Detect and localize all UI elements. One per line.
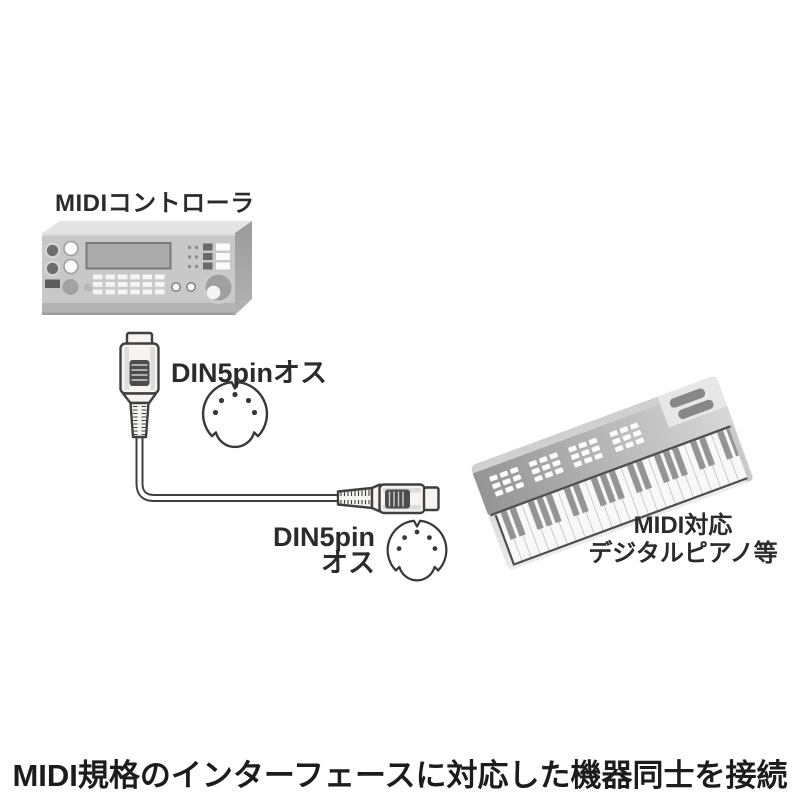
function-buttons: [216, 243, 230, 270]
round-button: [170, 281, 182, 293]
piano-label-line2: デジタルピアノ等: [588, 540, 778, 567]
din-plug-top: [119, 331, 160, 439]
knob: [63, 258, 79, 275]
display-screen: [85, 242, 172, 270]
din-bottom-label-line1: DIN5pin: [272, 522, 375, 552]
indicator-leds: [187, 245, 199, 269]
piano-black-keys: [494, 428, 740, 543]
button-grid: [93, 274, 165, 295]
piano-label: MIDI対応 デジタルピアノ等: [583, 512, 783, 568]
knob: [63, 240, 79, 257]
controller-label: MIDIコントローラ: [55, 190, 255, 217]
controller-base-strip: [42, 303, 235, 315]
din5-pin-face-icon: [201, 381, 269, 449]
mod-wheel: [678, 399, 714, 419]
piano-label-line1: MIDI対応: [633, 512, 733, 539]
round-button: [62, 279, 79, 295]
pitch-wheel: [669, 388, 706, 408]
wheel-panel: [657, 377, 728, 428]
din5-pin-face-icon: [386, 519, 448, 582]
controller-top-face: [42, 221, 252, 233]
din-plug-bottom: [336, 483, 440, 515]
knob: [46, 262, 59, 275]
digital-piano-illustration: [471, 376, 753, 570]
power-button: [45, 279, 60, 288]
small-button: [84, 283, 92, 292]
plug-grip: [129, 360, 150, 386]
selector-buttons: [203, 243, 213, 270]
din-top-connector-label: DIN5pinオス: [171, 358, 328, 388]
midi-cable-illustration: [119, 331, 448, 582]
controller-side-face: [235, 221, 252, 315]
din-bottom-label-line2: オス: [321, 548, 375, 578]
midi-controller-illustration: [42, 221, 252, 315]
round-button: [185, 281, 197, 293]
knob: [46, 244, 59, 257]
din-bottom-connector-label: DIN5pin オス: [250, 522, 375, 578]
caption: MIDI規格のインターフェースに対応した機器同士を接続: [12, 758, 788, 793]
plug-grip: [385, 489, 410, 509]
